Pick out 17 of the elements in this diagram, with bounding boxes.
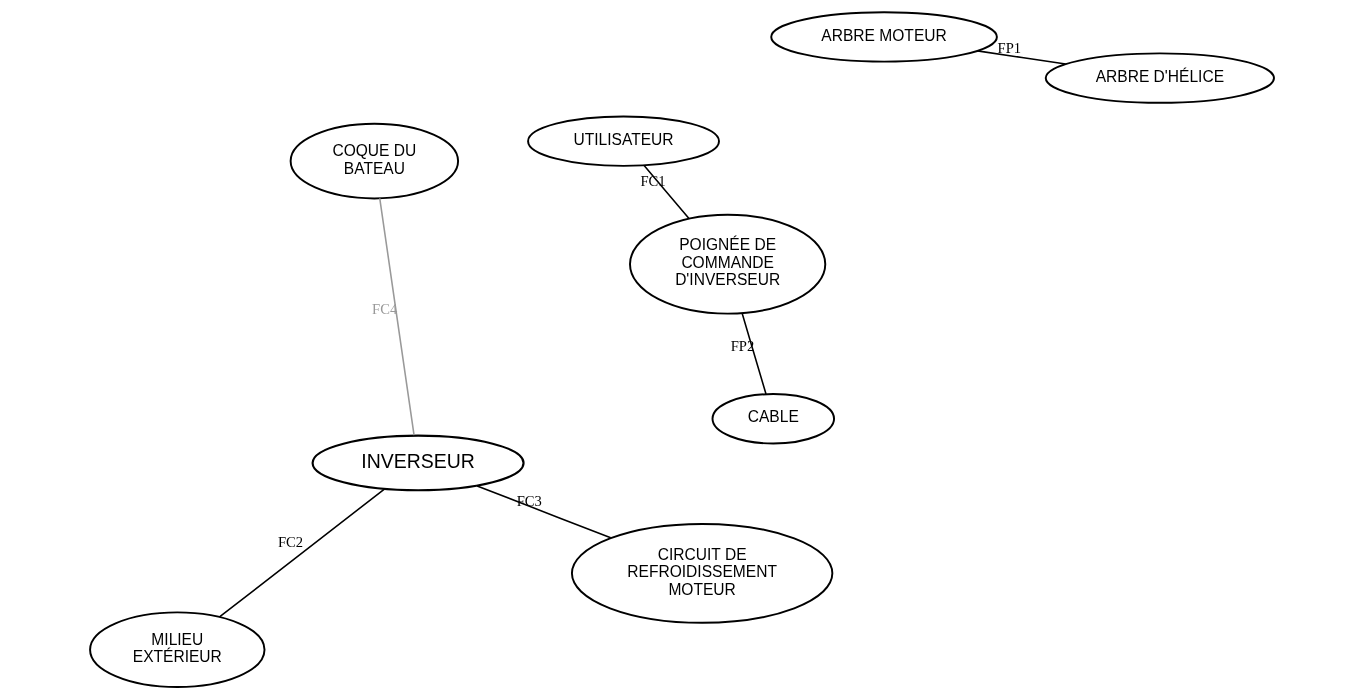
node-ellipse: MILIEU EXTÉRIEUR xyxy=(88,611,265,689)
connector xyxy=(378,197,415,436)
connector xyxy=(475,485,611,539)
connector xyxy=(218,488,385,618)
node-ellipse: COQUE DU BATEAU xyxy=(289,122,459,200)
node-ellipse: INVERSEUR xyxy=(311,434,525,492)
node-ellipse: ARBRE MOTEUR xyxy=(769,11,998,63)
node-ellipse: POIGNÉE DE COMMANDE D'INVERSEUR xyxy=(628,213,826,315)
connector xyxy=(976,50,1066,65)
connector xyxy=(642,164,690,220)
edge-label: FC2 xyxy=(277,534,303,551)
node-ellipse: CABLE xyxy=(711,393,835,445)
edge-label: FC3 xyxy=(516,493,542,510)
edge-label: FP1 xyxy=(997,39,1021,56)
node-ellipse: UTILISATEUR xyxy=(526,115,720,167)
node-ellipse: CIRCUIT DE REFROIDISSEMENT MOTEUR xyxy=(570,522,833,624)
node-ellipse: ARBRE D'HÉLICE xyxy=(1044,52,1275,104)
